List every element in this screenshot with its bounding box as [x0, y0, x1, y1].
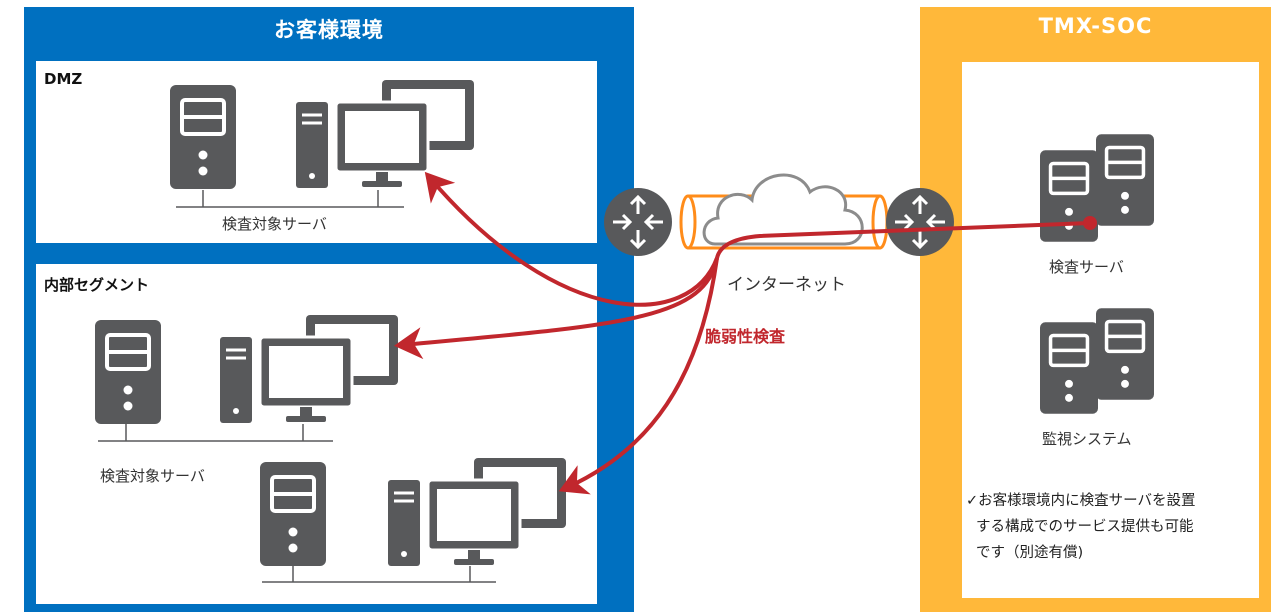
customer-router-icon [603, 187, 673, 257]
cloud-icon [702, 173, 864, 246]
soc-note-line-1: ✓お客様環境内に検査サーバを設置 [966, 493, 1196, 509]
internet-label: インターネット [727, 275, 846, 295]
scan-server-label: 検査サーバ [1049, 258, 1124, 276]
monitor-system-label: 監視システム [1042, 430, 1132, 448]
dmz-caption: 検査対象サーバ [222, 215, 327, 233]
scan-server-icon-back [1096, 134, 1154, 226]
monitor-server-icon-front [1040, 322, 1098, 414]
soc-title-text: TMX-SOC [1038, 14, 1153, 38]
customer-environment-title-text: お客様環境 [274, 18, 384, 42]
internal-server-icon-2 [260, 462, 326, 566]
soc-router-icon [885, 187, 955, 257]
soc-note-line-2: する構成でのサービス提供も可能 [976, 519, 1194, 535]
dmz-label: DMZ [44, 70, 83, 88]
internal-caption: 検査対象サーバ [100, 467, 205, 485]
soc-note: ✓お客様環境内に検査サーバを設置 する構成でのサービス提供も可能 です（別途有償… [966, 488, 1258, 566]
internal-segment-label: 内部セグメント [44, 276, 150, 294]
scan-arrows [394, 171, 1091, 495]
monitor-server-icon-back [1096, 308, 1154, 400]
vulnerability-scan-label: 脆弱性検査 [705, 327, 786, 346]
internal-server-icon-1 [95, 320, 161, 424]
scan-origin-dot [1083, 216, 1097, 230]
soc-note-line-3: です（別途有償) [976, 545, 1084, 561]
dmz-server-icon [170, 85, 236, 189]
vpn-tunnel [679, 194, 889, 250]
